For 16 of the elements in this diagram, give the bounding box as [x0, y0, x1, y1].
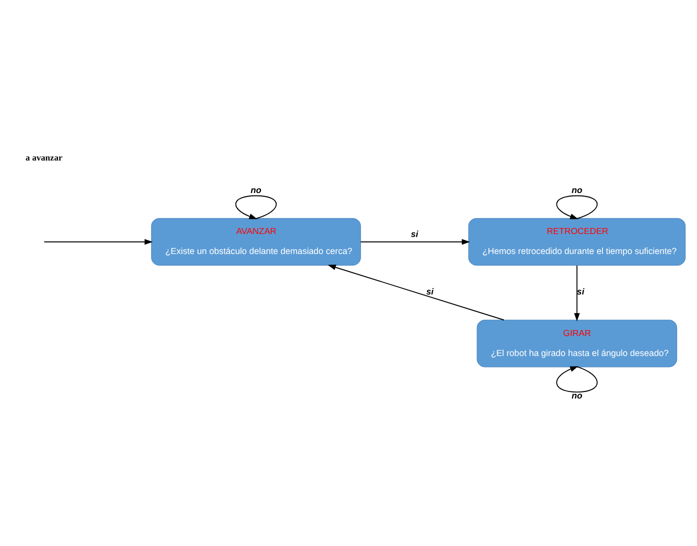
- node-box: RETROCEDER ¿Hemos retrocedido durante el tiempo suficiente?: [468, 218, 686, 266]
- arrow: [235, 194, 277, 219]
- edge-label: no: [250, 184, 262, 194]
- edge-label: si: [410, 228, 418, 238]
- arrow: [44, 238, 153, 244]
- node-box: GIRAR ¿El robot ha girado hasta el ángulo deseado?: [476, 319, 678, 367]
- arrow: [574, 264, 580, 321]
- label: a avanzar: [26, 152, 62, 162]
- arrow: [360, 238, 470, 244]
- edge-label: no: [572, 390, 582, 400]
- node-box: AVANZAR ¿Existe un obstáculo delante demasiado cerca?: [151, 218, 361, 266]
- arrow: [328, 264, 504, 320]
- arrow: [556, 194, 598, 219]
- edge-label: si: [426, 286, 434, 296]
- arrow: [556, 366, 598, 392]
- edge-label: no: [572, 184, 582, 194]
